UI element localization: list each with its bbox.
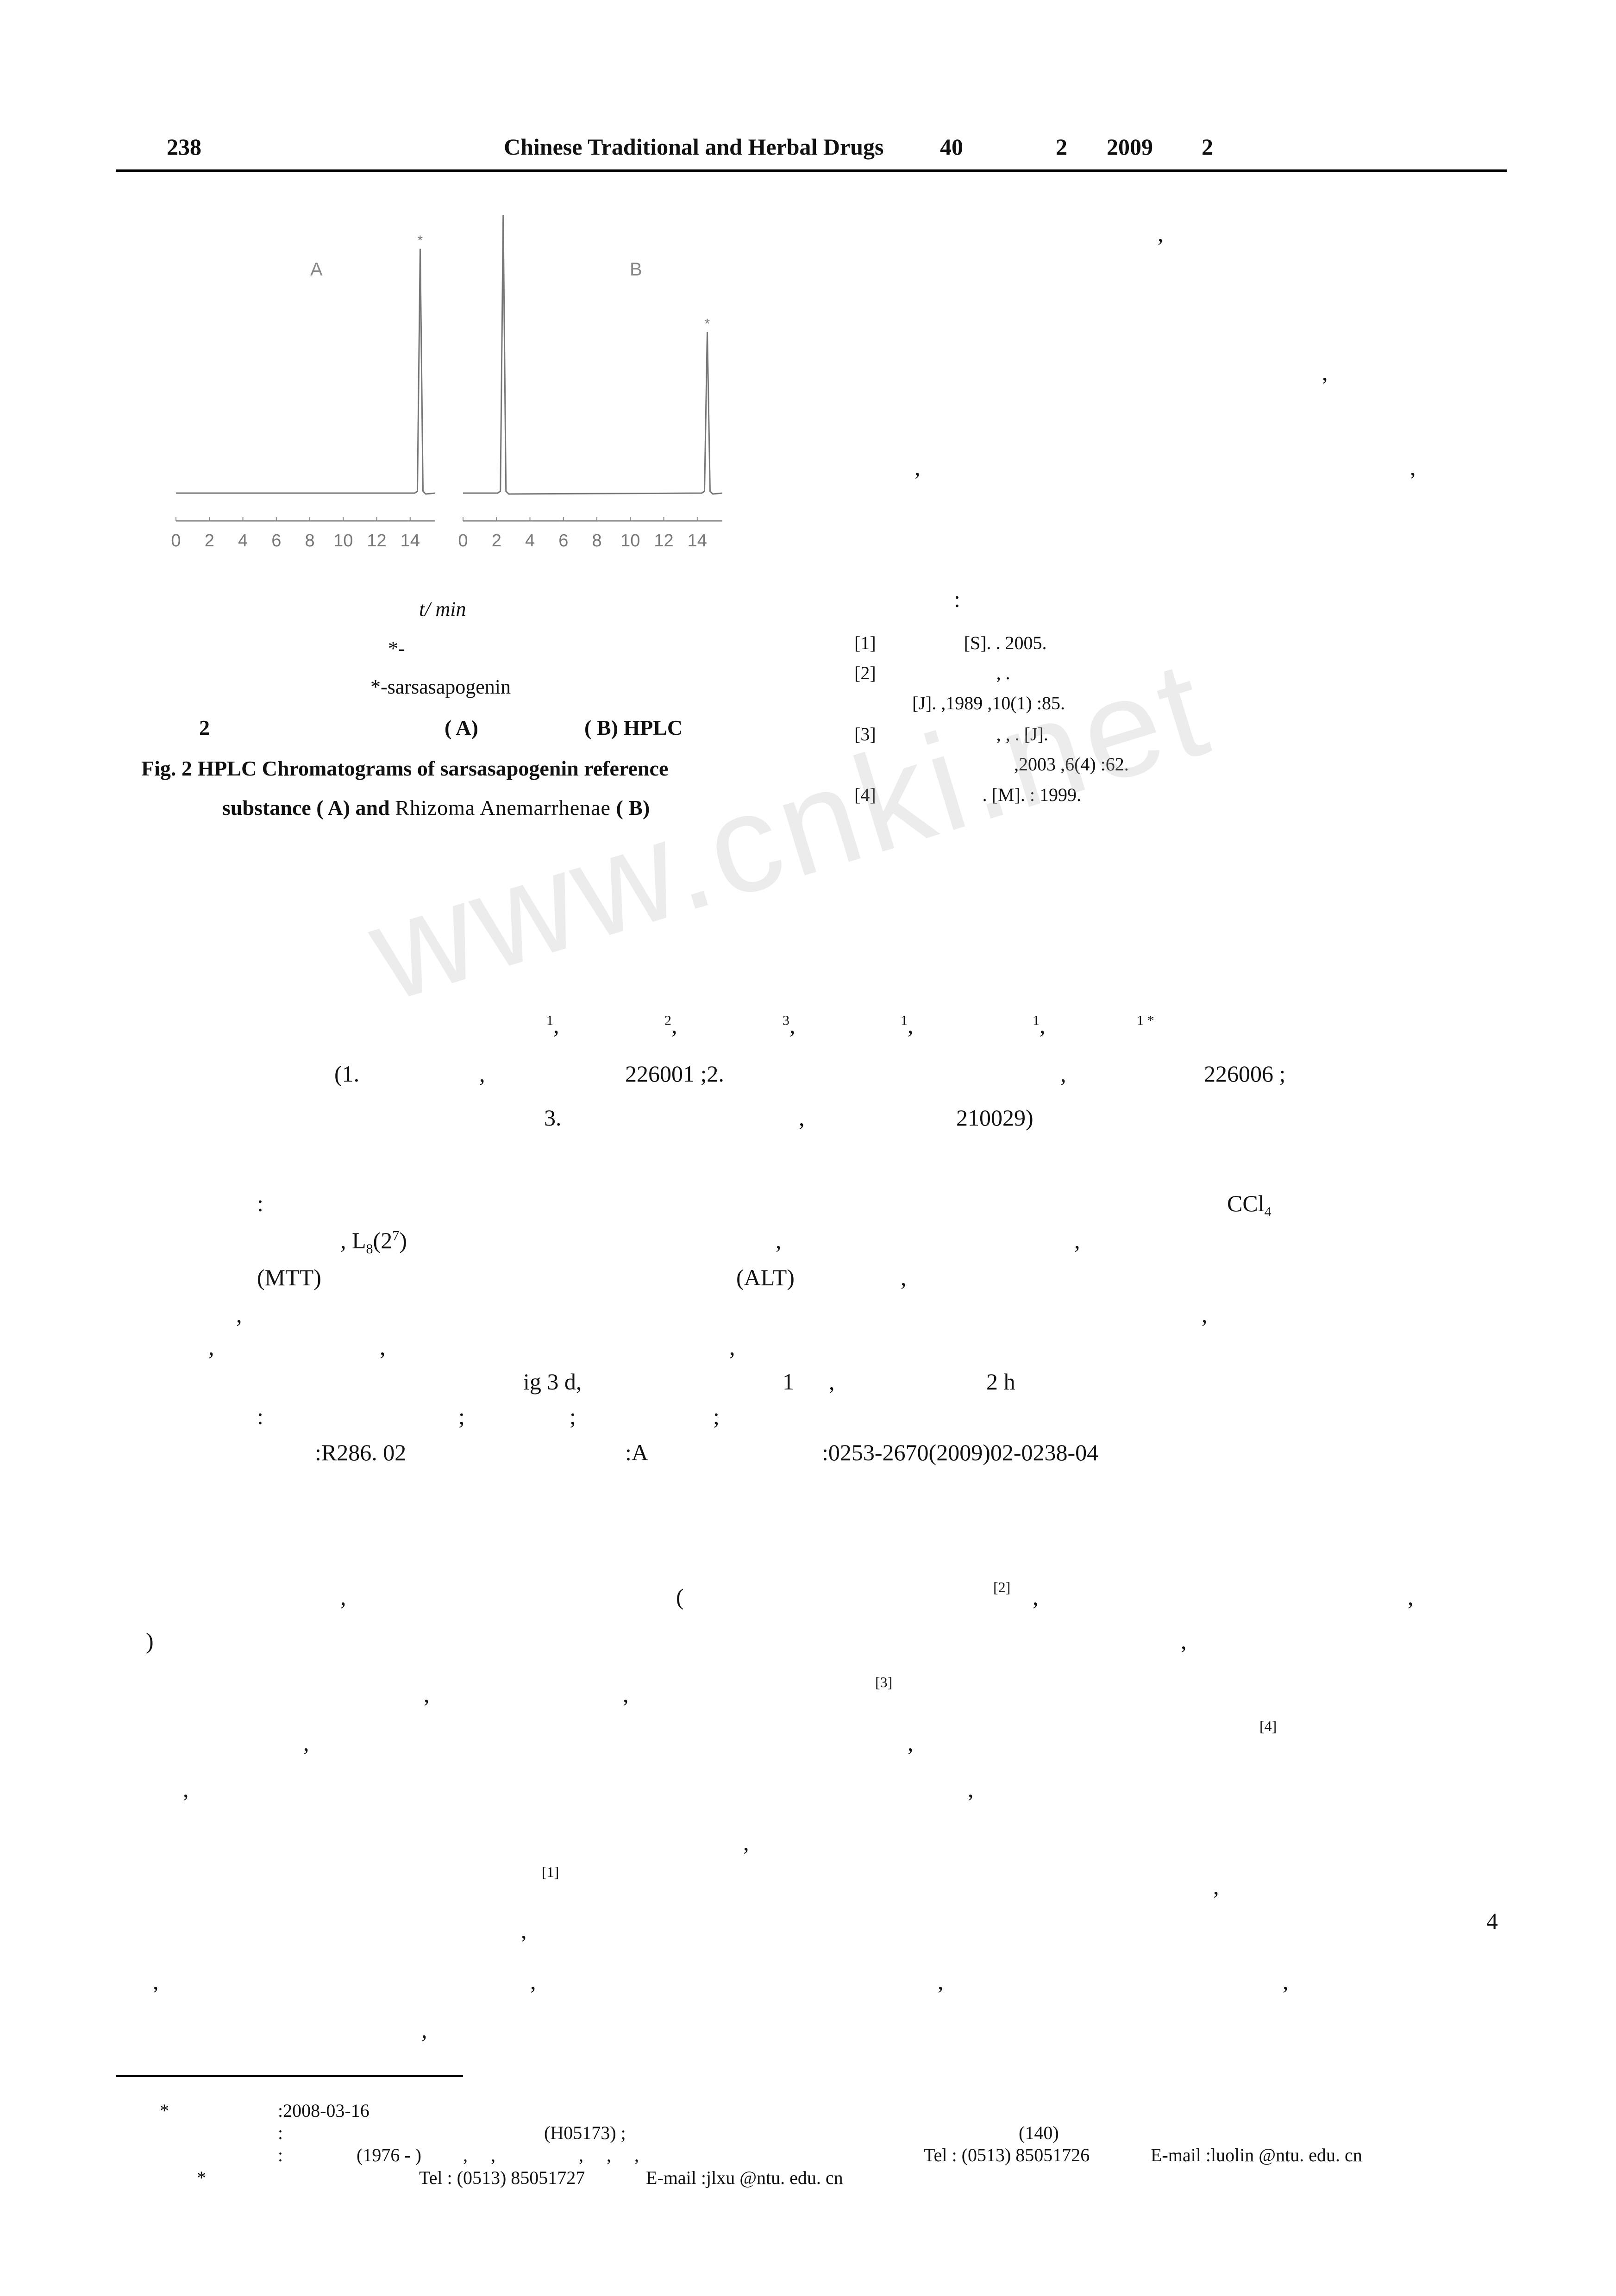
received-date: :2008-03-16 (278, 2100, 370, 2121)
affiliation-3-comma: , (799, 1105, 805, 1131)
x-tick-label: 14 (401, 531, 420, 551)
x-tick-label: 4 (525, 531, 535, 551)
contact-tel-1: Tel : (0513) 85051726 (924, 2145, 1090, 2165)
panel-label-b: B (630, 259, 642, 280)
citation-2: [2] (993, 1579, 1011, 1595)
peak-marker-b: * (704, 316, 710, 332)
abstract-alt: (ALT) (736, 1264, 795, 1290)
figure-caption-en-line1: Fig. 2 HPLC Chromatograms of sarsasapoge… (141, 757, 669, 780)
figure-caption-number: 2 (199, 716, 210, 739)
figure-caption-en-line2: substance ( A) and Rhizoma Anemarrhenae … (222, 796, 650, 820)
journal-issue: 2 (1056, 134, 1067, 160)
citation-1: [1] (542, 1864, 559, 1880)
footnote-rule (116, 2075, 463, 2077)
journal-title: Chinese Traditional and Herbal Drugs (504, 134, 884, 160)
chromatogram-trace-a (176, 248, 436, 495)
right-col-comma-3: , (914, 454, 921, 480)
abstract-mtt: (MTT) (257, 1264, 321, 1290)
reference-3-cont: ,2003 ,6(4) :62. (1014, 754, 1129, 775)
abstract-dose: ig 3 d, (523, 1369, 582, 1395)
peak-marker-a: * (417, 233, 423, 248)
figure-legend-star: *- (388, 637, 405, 660)
x-tick-label: 2 (205, 531, 214, 551)
x-tick-label: 8 (305, 531, 314, 551)
header-rule (116, 169, 1507, 172)
contact-email-2: E-mail :jlxu @ntu. edu. cn (646, 2167, 843, 2188)
journal-month: 2 (1202, 134, 1213, 160)
affiliation-2-zip: 226006 ; (1204, 1061, 1286, 1087)
clc-number: :R286. 02 (315, 1439, 407, 1465)
chromatogram-trace-b (463, 215, 723, 495)
page-number: 238 (167, 134, 201, 160)
x-tick-label: 8 (592, 531, 601, 551)
abstract-two-hours: 2 h (986, 1369, 1015, 1395)
right-col-comma-1: , (1158, 220, 1164, 246)
abstract-orthogonal-design: , L8(27) (340, 1227, 407, 1257)
right-col-comma-2: , (1322, 359, 1328, 385)
grant-2: (140) (1019, 2122, 1059, 2143)
affiliation-1: (1. (334, 1061, 360, 1087)
affiliation-2-comma: , (1060, 1061, 1066, 1087)
grant-1: (H05173) ; (544, 2122, 626, 2143)
hplc-chromatogram-figure: * 0 2 4 6 8 10 12 14 A * 0 2 4 6 8 10 12 14 B (171, 215, 723, 551)
panel-label-a: A (310, 259, 323, 280)
reference-4: [4]. [M]. : 1999. (854, 784, 1081, 805)
x-tick-label: 2 (492, 531, 501, 551)
reference-3: [3], , . [J]. (854, 724, 1048, 744)
reference-2-cont: [J]. ,1989 ,10(1) :85. (912, 693, 1065, 713)
journal-volume: 40 (940, 134, 963, 160)
abstract-colon: : (257, 1190, 263, 1216)
x-tick-label: 12 (654, 531, 673, 551)
x-tick-label: 14 (688, 531, 707, 551)
figure-caption-a: ( A) (445, 716, 478, 739)
right-col-comma-4: , (1410, 454, 1416, 480)
contact-tel-2: Tel : (0513) 85051727 (419, 2167, 585, 2188)
document-code: :A (625, 1439, 648, 1465)
x-tick-label: 4 (238, 531, 248, 551)
abstract-ccl4: CCl4 (1227, 1190, 1272, 1220)
figure-caption-b: ( B) HPLC (584, 716, 683, 739)
contact-email-1: E-mail :luolin @ntu. edu. cn (1151, 2145, 1362, 2165)
keywords-colon: : (257, 1403, 263, 1429)
x-tick-label: 0 (171, 531, 181, 551)
citation-4: [4] (1259, 1718, 1277, 1734)
references-heading-colon: : (954, 586, 960, 612)
reference-1: [1][S]. . 2005. (854, 632, 1047, 653)
author-birth-year: (1976 - ) (357, 2145, 421, 2165)
x-tick-label: 12 (367, 531, 386, 551)
reference-2: [2], . (854, 663, 1010, 683)
x-tick-label: 6 (558, 531, 568, 551)
x-tick-label: 10 (620, 531, 640, 551)
affiliation-3: 3. (544, 1105, 562, 1131)
affiliation-1-comma: , (479, 1061, 485, 1087)
affiliation-1-zip: 226001 ;2. (625, 1061, 724, 1087)
body-open-paren: ( (676, 1584, 684, 1610)
margin-number: 4 (1486, 1908, 1498, 1934)
affiliation-3-zip: 210029) (956, 1105, 1033, 1131)
citation-3: [3] (875, 1674, 893, 1690)
body-close-paren: ) (146, 1628, 154, 1654)
journal-year: 2009 (1107, 134, 1153, 160)
figure-axis-label: t/ min (419, 598, 466, 620)
abstract-one: 1 (783, 1369, 794, 1395)
x-tick-label: 0 (458, 531, 468, 551)
article-id: :0253-2670(2009)02-0238-04 (822, 1439, 1099, 1465)
x-tick-label: 10 (333, 531, 353, 551)
figure-legend: *-sarsasapogenin (370, 676, 511, 698)
x-tick-label: 6 (271, 531, 281, 551)
